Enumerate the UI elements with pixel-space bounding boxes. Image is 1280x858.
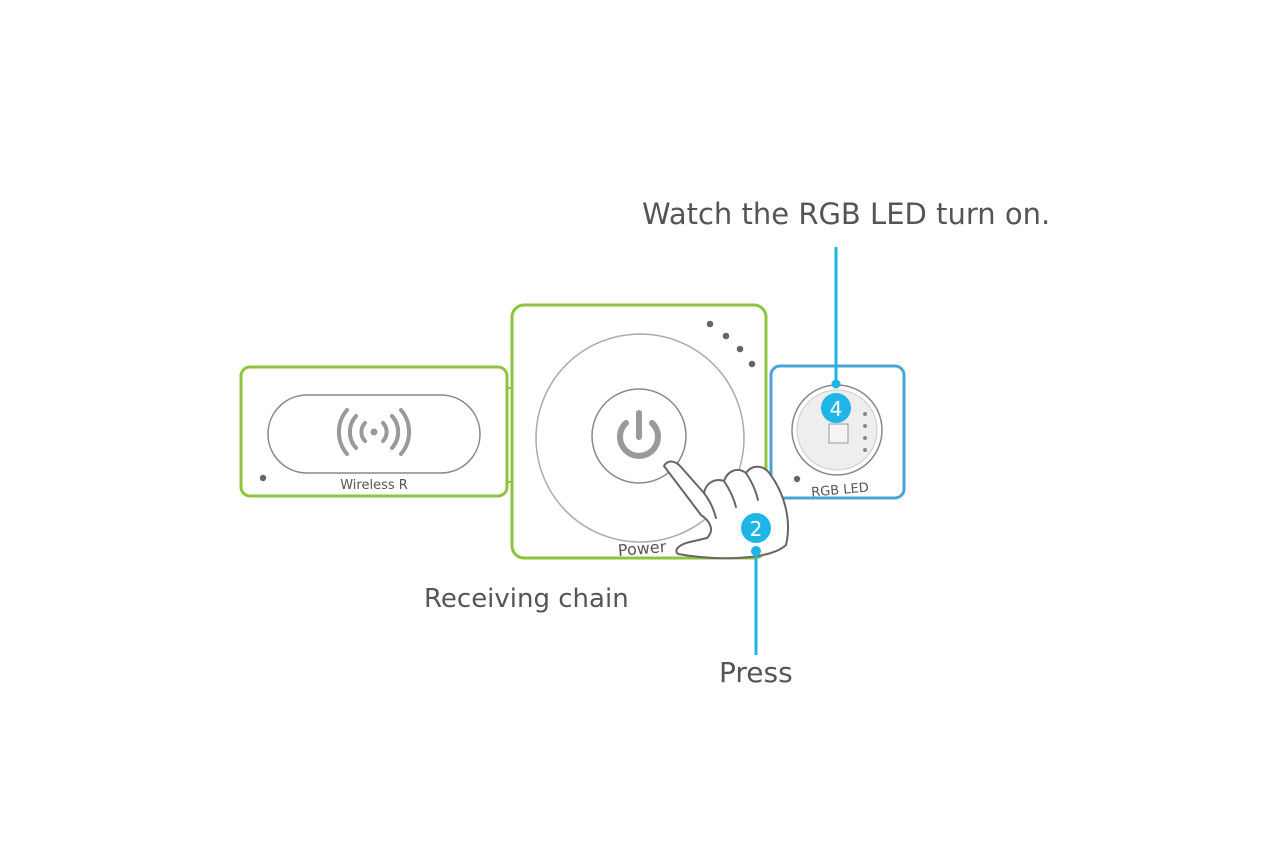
power-label: Power [617, 537, 667, 560]
led-side-dots [863, 412, 867, 452]
press-caption: Press [719, 656, 793, 689]
indicator-dot [793, 475, 801, 483]
step-badge [821, 393, 851, 423]
indicator-dots [706, 320, 756, 368]
led-instruction-caption: Watch the RGB LED turn on. [642, 197, 1051, 231]
led-chip [828, 423, 849, 444]
step-badge [741, 513, 771, 543]
callout-watch: 4 [821, 247, 851, 423]
indicator-dot [259, 474, 267, 482]
wireless-signal-icon [336, 408, 412, 456]
step-number: 2 [750, 517, 763, 541]
power-icon [617, 410, 661, 459]
callout-press: 2 [741, 513, 771, 655]
rgb-led-label: RGB LED [811, 481, 870, 501]
wireless-module: Wireless R [239, 365, 509, 498]
wireless-label: Wireless R [340, 478, 408, 493]
chain-caption: Receiving chain [424, 584, 629, 614]
step-number: 4 [830, 397, 843, 421]
rgb-led-module: RGB LED [769, 364, 906, 501]
